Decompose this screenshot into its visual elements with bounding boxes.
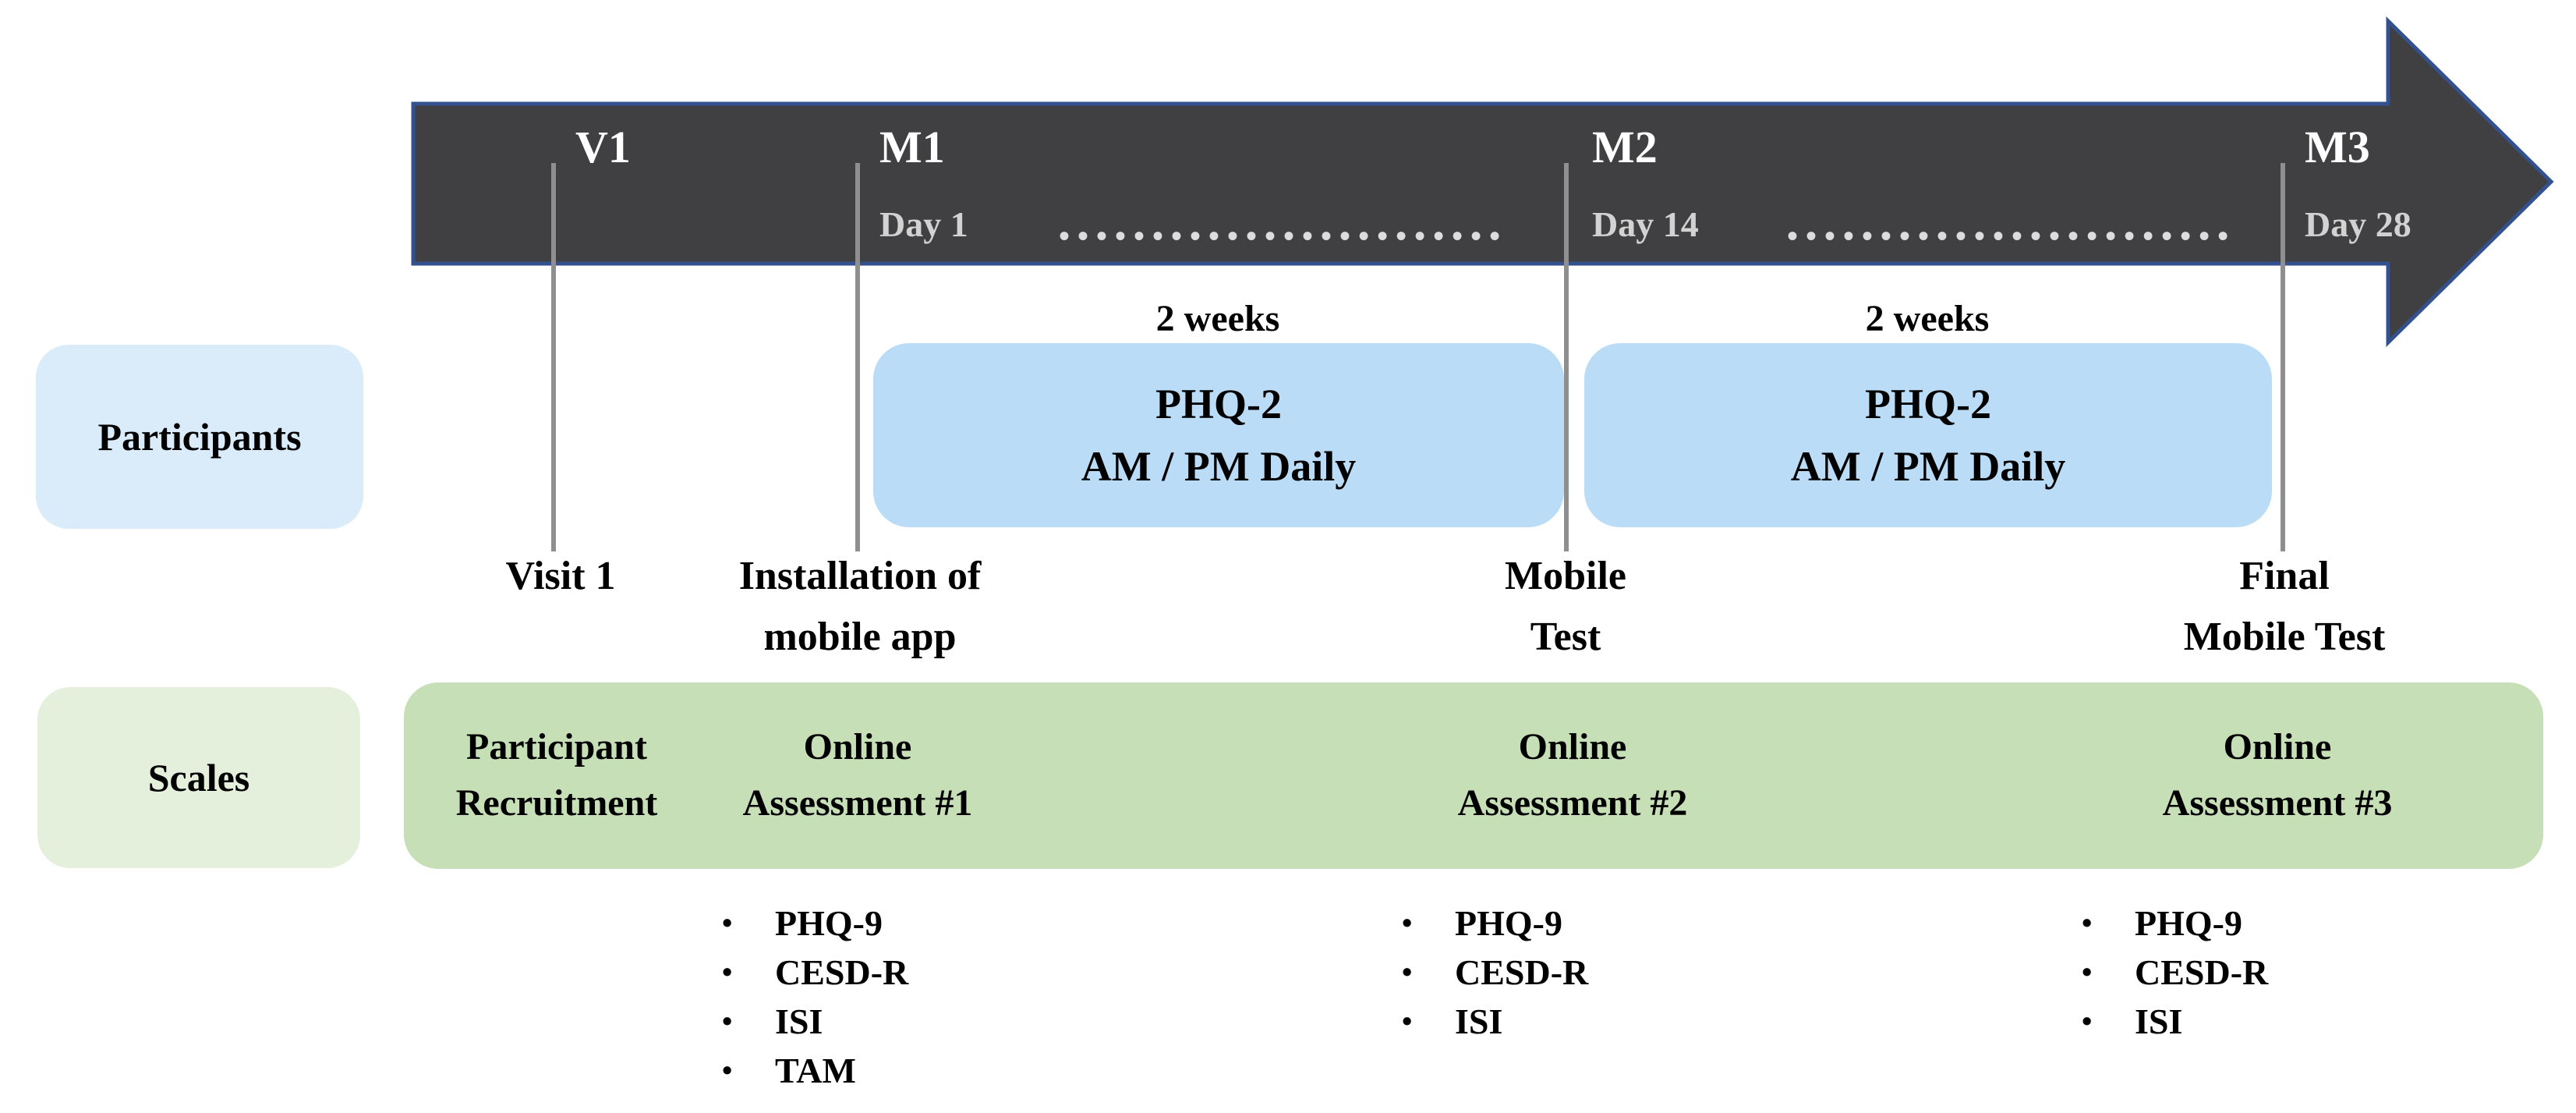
m3-line xyxy=(2281,163,2285,551)
list-item: • CESD-R xyxy=(2071,948,2268,997)
bullet-icon: • xyxy=(1402,906,1413,940)
milestone-m2: M2 xyxy=(1592,122,1658,172)
list-item: • CESD-R xyxy=(1391,948,1588,997)
online-assessment-3-line2: Assessment #3 xyxy=(2162,782,2393,824)
list-item: • ISI xyxy=(1391,997,1588,1046)
list-item-label: TAM xyxy=(775,1051,856,1090)
list-item: • PHQ-9 xyxy=(2071,899,2268,948)
phq2-box1-subtitle: AM / PM Daily xyxy=(1081,443,1357,490)
event-final-mobile-test-line1: Final xyxy=(2239,554,2330,598)
list-item-label: CESD-R xyxy=(2135,952,2269,992)
assessment-list-2: • PHQ-9 • CESD-R • ISI xyxy=(1391,899,1588,1046)
bullet-icon: • xyxy=(722,955,733,989)
phq2-box2-subtitle: AM / PM Daily xyxy=(1790,443,2066,490)
online-assessment-2-label: Online Assessment #2 xyxy=(1458,719,1688,831)
online-assessment-2-line2: Assessment #2 xyxy=(1457,782,1688,824)
phq2-box1-title: PHQ-2 xyxy=(1155,381,1282,427)
bullet-icon: • xyxy=(2082,955,2093,989)
list-item-label: PHQ-9 xyxy=(1455,903,1562,943)
participant-recruitment-label: Participant Recruitment xyxy=(456,719,658,831)
list-item-label: CESD-R xyxy=(1455,952,1589,992)
bullet-icon: • xyxy=(722,906,733,940)
milestone-m1: M1 xyxy=(879,122,945,172)
weeks-label-1: 2 weeks xyxy=(1155,298,1280,339)
online-assessment-3-line1: Online xyxy=(2223,726,2332,767)
assessment-list-3: • PHQ-9 • CESD-R • ISI xyxy=(2071,899,2268,1046)
dotted-leader-2: •••••••••••••••••••••••• xyxy=(1787,218,2237,253)
bullet-icon: • xyxy=(722,1005,733,1038)
event-installation-line1: Installation of xyxy=(738,554,982,598)
assessment-list-1: • PHQ-9 • CESD-R • ISI • TAM xyxy=(711,899,908,1095)
list-item-label: ISI xyxy=(1455,1001,1503,1041)
event-final-mobile-test-line2: Mobile Test xyxy=(2183,615,2386,659)
event-visit1-text: Visit 1 xyxy=(505,554,616,598)
online-assessment-1-label: Online Assessment #1 xyxy=(743,719,973,831)
milestone-m3: M3 xyxy=(2305,122,2370,172)
list-item: • PHQ-9 xyxy=(1391,899,1588,948)
list-item-label: CESD-R xyxy=(775,952,909,992)
v1-line xyxy=(551,163,556,551)
m1-line xyxy=(855,163,860,551)
list-item: • CESD-R xyxy=(711,948,908,997)
bullet-icon: • xyxy=(2082,1005,2093,1038)
day1-label: Day 1 xyxy=(879,204,968,244)
bullet-icon: • xyxy=(1402,955,1413,989)
online-assessment-1-line1: Online xyxy=(803,726,912,767)
event-mobile-test: Mobile Test xyxy=(1505,546,1626,668)
event-installation-line2: mobile app xyxy=(763,615,957,659)
participant-recruitment-line2: Recruitment xyxy=(455,782,658,824)
weeks-label-2: 2 weeks xyxy=(1865,298,1990,339)
online-assessment-1-line2: Assessment #1 xyxy=(742,782,973,824)
event-mobile-test-line2: Test xyxy=(1530,615,1601,659)
dotted-leader-1: •••••••••••••••••••••••• xyxy=(1059,218,1509,253)
bullet-icon: • xyxy=(2082,906,2093,940)
list-item: • TAM xyxy=(711,1046,908,1095)
participants-box: Participants xyxy=(36,345,363,529)
participant-recruitment-line1: Participant xyxy=(466,726,647,767)
milestone-v1: V1 xyxy=(575,122,631,172)
list-item-label: PHQ-9 xyxy=(2135,903,2242,943)
phq2-daily-box-1: PHQ-2 AM / PM Daily xyxy=(873,343,1564,527)
list-item: • ISI xyxy=(711,997,908,1046)
bullet-icon: • xyxy=(722,1054,733,1087)
list-item: • ISI xyxy=(2071,997,2268,1046)
scales-box: Scales xyxy=(37,687,360,868)
list-item-label: PHQ-9 xyxy=(775,903,883,943)
m2-line xyxy=(1564,163,1569,551)
online-assessment-2-line1: Online xyxy=(1518,726,1627,767)
day28-label: Day 28 xyxy=(2305,204,2411,244)
phq2-daily-box-2: PHQ-2 AM / PM Daily xyxy=(1584,343,2272,527)
event-installation: Installation of mobile app xyxy=(739,546,982,668)
event-visit1: Visit 1 xyxy=(505,546,615,607)
list-item-label: ISI xyxy=(2135,1001,2183,1041)
event-mobile-test-line1: Mobile xyxy=(1505,554,1626,598)
phq2-box2-title: PHQ-2 xyxy=(1865,381,1991,427)
scales-label: Scales xyxy=(147,756,250,799)
day14-label: Day 14 xyxy=(1592,204,1699,244)
online-assessment-3-label: Online Assessment #3 xyxy=(2163,719,2393,831)
event-final-mobile-test: Final Mobile Test xyxy=(2184,546,2386,668)
bullet-icon: • xyxy=(1402,1005,1413,1038)
scales-timeline-bar: Participant Recruitment Online Assessmen… xyxy=(404,682,2543,869)
participants-label: Participants xyxy=(97,415,302,459)
arrow-shape xyxy=(411,16,2554,347)
list-item: • PHQ-9 xyxy=(711,899,908,948)
list-item-label: ISI xyxy=(775,1001,823,1041)
